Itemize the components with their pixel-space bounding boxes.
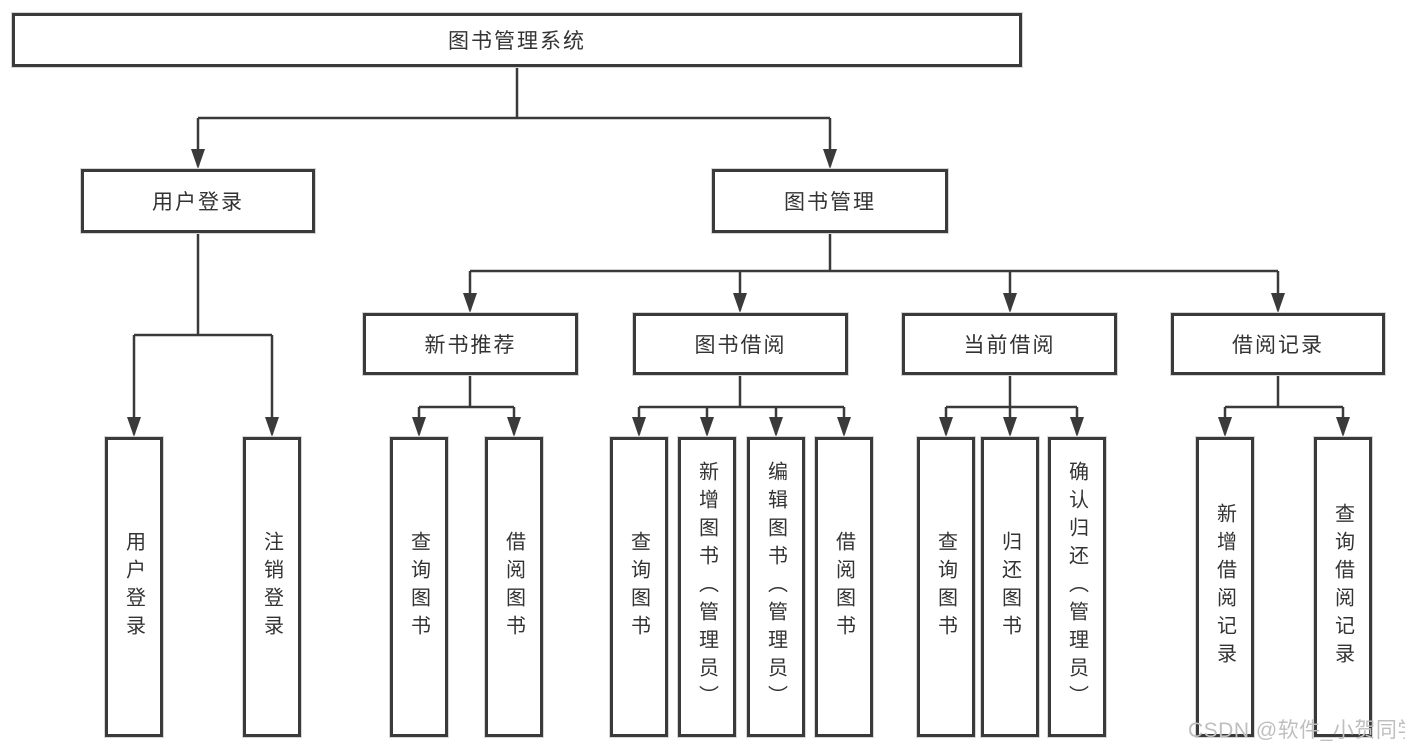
node-label: 注销登录 (260, 531, 283, 643)
node-label: 借阅图书 (502, 531, 525, 643)
node-label: 归还图书 (998, 531, 1021, 643)
leaf-return-book: 归还图书 (981, 437, 1039, 737)
node-label: 新增图书（管理员） (695, 461, 718, 713)
leaf-edit-book-admin: 编辑图书（管理员） (747, 437, 805, 737)
leaf-query-books-borrow: 查询图书 (610, 437, 668, 737)
connector-book-borrow-children (637, 375, 846, 434)
arrowhead-icon (1070, 417, 1084, 437)
arrowhead-icon (769, 417, 783, 437)
leaf-add-book-admin: 新增图书（管理员） (678, 437, 736, 737)
arrowhead-icon (265, 417, 279, 437)
arrowhead-icon (939, 417, 953, 437)
leaf-query-borrow-record: 查询借阅记录 (1314, 437, 1372, 737)
connector-borrow-record-children (1223, 375, 1345, 434)
arrowhead-icon (463, 293, 477, 313)
connector-new-book-children (417, 375, 516, 434)
leaf-confirm-return-admin: 确认归还（管理员） (1048, 437, 1106, 737)
leaf-query-books-current: 查询图书 (917, 437, 975, 737)
node-label: 借阅记录 (1232, 334, 1324, 357)
node-user-login: 用户登录 (81, 169, 315, 233)
node-book-management: 图书管理 (712, 169, 948, 233)
arrowhead-icon (1218, 417, 1232, 437)
arrowhead-icon (1003, 417, 1017, 437)
arrowhead-icon (823, 149, 837, 169)
node-book-borrowing: 图书借阅 (633, 313, 848, 375)
node-new-book-recommend: 新书推荐 (363, 313, 578, 375)
node-current-borrowing: 当前借阅 (902, 313, 1117, 375)
node-label: 用户登录 (152, 191, 244, 214)
node-label: 图书管理 (784, 191, 876, 214)
node-label: 图书管理系统 (448, 30, 586, 53)
node-label: 用户登录 (122, 531, 145, 643)
node-label: 查询图书 (934, 531, 957, 643)
node-label: 查询图书 (627, 531, 650, 643)
arrowhead-icon (837, 417, 851, 437)
arrowhead-icon (507, 417, 521, 437)
arrowhead-icon (632, 417, 646, 437)
node-label: 编辑图书（管理员） (764, 461, 787, 713)
arrowheads (127, 149, 1350, 437)
arrowhead-icon (412, 417, 426, 437)
node-label: 确认归还（管理员） (1065, 461, 1088, 713)
arrowhead-icon (1271, 293, 1285, 313)
connector-root-to-level2 (196, 67, 832, 166)
connector-user-login-children (132, 233, 274, 434)
arrowhead-icon (127, 417, 141, 437)
node-label: 新书推荐 (424, 334, 517, 357)
csdn-watermark: CSDN @软件_小贺同学 (1188, 719, 1405, 742)
leaf-query-books-recommend: 查询图书 (390, 437, 448, 737)
node-label: 图书借阅 (694, 334, 787, 357)
node-label: 当前借阅 (963, 334, 1056, 357)
node-library-management-system: 图书管理系统 (12, 13, 1022, 67)
node-label: 新增借阅记录 (1213, 503, 1236, 671)
node-label: 查询借阅记录 (1331, 503, 1354, 671)
leaf-user-login: 用户登录 (105, 437, 163, 737)
connector-book-mgmt-to-level3 (468, 233, 1280, 310)
arrowhead-icon (700, 417, 714, 437)
arrowhead-icon (1336, 417, 1350, 437)
leaf-borrow-books: 借阅图书 (815, 437, 873, 737)
node-label: 借阅图书 (832, 531, 855, 643)
leaf-borrow-books-recommend: 借阅图书 (485, 437, 543, 737)
node-label: 查询图书 (407, 531, 430, 643)
arrowhead-icon (191, 149, 205, 169)
leaf-logout: 注销登录 (243, 437, 301, 737)
leaf-add-borrow-record: 新增借阅记录 (1196, 437, 1254, 737)
arrowhead-icon (1003, 293, 1017, 313)
arrowhead-icon (733, 293, 747, 313)
node-borrowing-records: 借阅记录 (1171, 313, 1385, 375)
